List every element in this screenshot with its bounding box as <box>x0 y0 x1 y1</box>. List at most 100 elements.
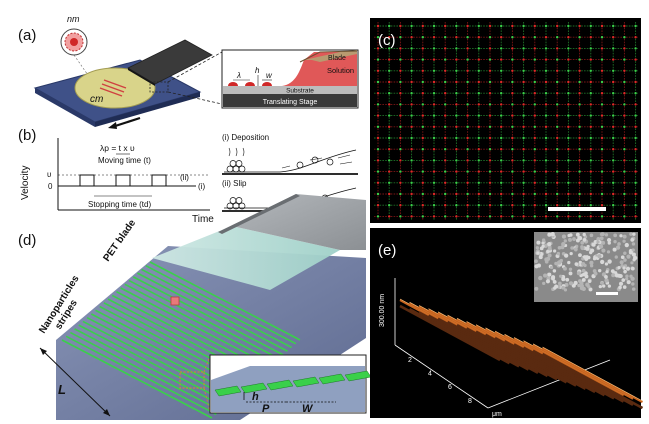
grid-dot <box>410 24 413 28</box>
grid-dot <box>466 204 469 207</box>
grid-dot <box>410 69 413 73</box>
grid-dot <box>388 170 391 173</box>
grid-dot <box>578 215 581 218</box>
grid-dot <box>511 159 514 162</box>
grid-dot <box>444 24 447 28</box>
sem-particle <box>629 274 633 279</box>
grid-dot <box>466 159 469 162</box>
grid-dot <box>533 36 536 39</box>
inset-stripe <box>318 373 346 385</box>
grid-dot <box>612 125 615 128</box>
grid-dot <box>466 47 469 50</box>
grid-dot <box>522 36 525 39</box>
grid-dot <box>612 159 615 162</box>
grid-dot <box>500 204 503 207</box>
grid-dot <box>623 181 626 184</box>
grid-dot <box>578 204 581 207</box>
grid-dot <box>376 181 380 184</box>
grid-dot <box>488 170 492 173</box>
grid-dot <box>612 148 615 151</box>
nanoparticle-stripe <box>141 268 292 349</box>
grid-dot <box>421 159 424 162</box>
grid-dot <box>376 69 380 73</box>
grid-dot <box>634 148 637 151</box>
curve-i-label: (i) <box>198 182 205 191</box>
sem-particle <box>536 240 541 245</box>
grid-dot <box>600 114 604 117</box>
grid-dot <box>600 170 604 173</box>
grid-dot <box>477 170 480 173</box>
sem-particle <box>631 248 635 252</box>
sem-particle <box>556 251 561 256</box>
sem-particle <box>572 237 576 241</box>
sem-particle <box>622 239 626 243</box>
w-label: w <box>266 71 273 80</box>
grid-dot <box>612 170 615 173</box>
grid-dot <box>567 181 570 184</box>
grid-dot <box>376 36 380 39</box>
grid-dot <box>623 204 626 207</box>
grid-dot <box>500 181 503 184</box>
grid-dot <box>522 58 525 61</box>
sem-particle <box>589 233 594 238</box>
grid-dot <box>556 192 559 196</box>
blade-label: Blade <box>328 55 346 62</box>
grid-dot <box>544 24 548 28</box>
grid-dot <box>444 103 447 106</box>
grid-dot <box>432 114 436 117</box>
grid-dot <box>410 204 413 207</box>
grid-dot <box>533 24 536 28</box>
afm-tick-label: 8 <box>468 398 472 405</box>
sem-particle <box>547 272 552 277</box>
grid-dot <box>432 148 436 151</box>
grid-dot <box>578 24 581 28</box>
grid-dot <box>376 80 380 84</box>
grid-dot <box>533 114 536 117</box>
grid-dot <box>578 181 581 184</box>
grid-dot <box>388 103 391 106</box>
grid-dot <box>444 159 447 162</box>
grid-dot <box>511 170 514 173</box>
grid-dot <box>544 170 548 173</box>
red-marker-icon <box>170 296 180 306</box>
grid-dot <box>634 103 637 106</box>
grid-dot <box>600 80 604 84</box>
grid-dot <box>466 92 469 95</box>
sem-particle <box>590 248 595 253</box>
grid-dot <box>544 215 548 218</box>
grid-dot <box>388 58 391 61</box>
grid-dot <box>466 114 469 117</box>
grid-dot <box>388 148 391 151</box>
grid-dot <box>455 47 458 50</box>
wafer-stripes <box>99 79 127 97</box>
afm-ridge <box>541 347 644 403</box>
afm-z-label: 300.00 nm <box>379 294 386 327</box>
sem-particle <box>565 277 570 282</box>
grid-dot <box>511 114 514 117</box>
grid-dot <box>544 148 548 151</box>
grid-dot <box>612 92 615 95</box>
length-arrow <box>39 347 111 417</box>
grid-dot <box>466 36 469 39</box>
grid-dot <box>444 92 447 95</box>
grid-dot <box>589 148 592 151</box>
grid-dot <box>600 36 604 39</box>
grid-dot <box>522 170 525 173</box>
panel-d-inset: h P W <box>209 354 372 415</box>
sem-particle <box>600 259 605 265</box>
sem-particle <box>575 232 580 237</box>
sem-particle <box>604 262 609 266</box>
grid-dot <box>477 136 480 140</box>
grid-dot <box>589 215 592 218</box>
grid-dot <box>623 69 626 73</box>
afm-ridge-shadow <box>503 340 606 397</box>
grid-dot <box>399 136 402 140</box>
substrate-label: Substrate <box>286 88 314 95</box>
grid-dot <box>477 125 480 128</box>
grid-dot <box>388 24 391 28</box>
grid-dot <box>421 204 424 207</box>
fluorescence-grid <box>374 22 638 220</box>
grid-dot <box>410 159 413 162</box>
grid-dot <box>432 204 436 207</box>
